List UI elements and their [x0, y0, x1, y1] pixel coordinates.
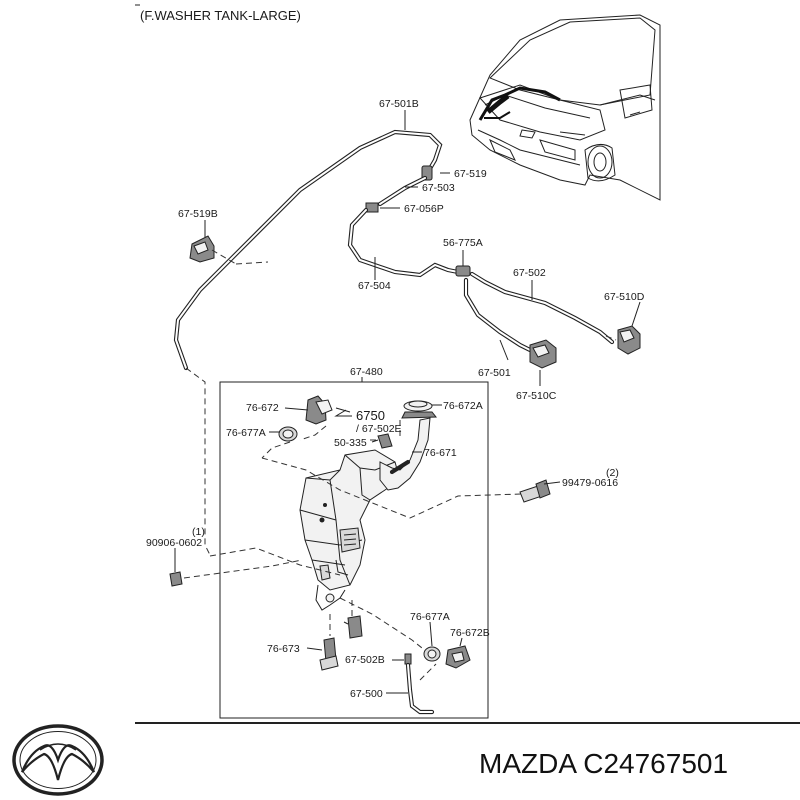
bolt-99479-0616: [519, 479, 551, 503]
diagram-title: (F.WASHER TANK-LARGE): [140, 8, 301, 23]
label-76-672b: 76-672B: [450, 627, 490, 639]
label-76-673: 76-673: [267, 643, 300, 655]
pump-top: [278, 395, 333, 442]
label-67-502e: / 67-502E: [356, 423, 402, 435]
tank-assembly-box: [219, 381, 489, 719]
label-67-510c: 67-510C: [516, 390, 557, 402]
label-67-519: 67-519: [454, 168, 487, 180]
car-illustration: [469, 14, 661, 201]
label-76-677a-bottom: 76-677A: [410, 611, 450, 623]
label-76-677a-top: 76-677A: [226, 427, 266, 439]
label-90906-0602: 90906-0602: [146, 537, 202, 549]
label-76-672a: 76-672A: [443, 400, 483, 412]
label-56-775a: 56-775A: [443, 237, 483, 249]
label-67-502: 67-502: [513, 267, 546, 279]
part-number: MAZDA C24767501: [479, 748, 728, 779]
label-qty-2: (2): [606, 467, 619, 479]
label-67-056p: 67-056P: [404, 203, 444, 215]
washer-tank: [299, 449, 401, 611]
label-67-519b: 67-519B: [178, 208, 218, 220]
label-67-501b: 67-501B: [379, 98, 419, 110]
label-6750: 6750: [356, 408, 385, 423]
nut-90906-0602: [169, 571, 183, 587]
hose-network: [173, 129, 641, 556]
label-76-671: 76-671: [424, 447, 457, 459]
mazda-logo-icon: [12, 724, 104, 796]
label-50-335: 50-335: [334, 437, 367, 449]
label-qty-1: (1): [192, 526, 205, 538]
label-67-504: 67-504: [358, 280, 391, 292]
filler-neck: [379, 400, 438, 491]
label-67-503: 67-503: [422, 182, 455, 194]
label-67-502b: 67-502B: [345, 654, 385, 666]
label-99479-0616: 99479-0616: [562, 477, 618, 489]
label-67-480: 67-480: [350, 366, 383, 378]
label-76-672: 76-672: [246, 402, 279, 414]
label-67-500: 67-500: [350, 688, 383, 700]
label-67-501: 67-501: [478, 367, 511, 379]
pump-bottom: [319, 615, 471, 715]
label-67-510d: 67-510D: [604, 291, 645, 303]
